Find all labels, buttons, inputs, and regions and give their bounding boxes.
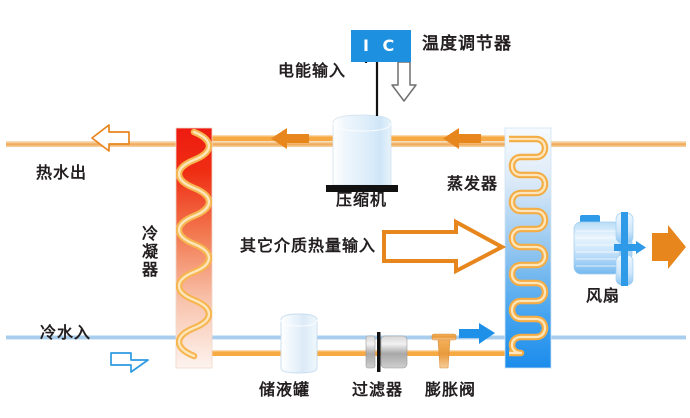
thermostat-label: 温度调节器	[422, 34, 512, 54]
filter-divider	[377, 332, 381, 372]
compressor-base	[326, 185, 398, 192]
filter-label: 过滤器	[352, 380, 404, 399]
ic-chip-label: I C	[363, 36, 399, 55]
top-flow-arrow-right	[443, 128, 481, 149]
heat-input-arrow	[382, 218, 507, 275]
evaporator-label: 蒸发器	[447, 174, 499, 193]
fan-tip	[636, 241, 646, 254]
refrigerant-pipe-bottom	[192, 350, 522, 356]
hot-water-out-arrow	[91, 124, 130, 152]
condenser-label: 冷凝器	[139, 225, 158, 279]
expansion-valve	[431, 333, 457, 369]
heat-input-label: 其它介质热量输入	[240, 236, 377, 255]
fan-label: 风扇	[586, 286, 621, 305]
expansion-valve-label: 膨胀阀	[425, 380, 477, 399]
evaporator-unit	[504, 127, 552, 369]
fan-discharge-arrow	[652, 225, 686, 269]
evaporator-coil	[508, 135, 549, 357]
cold-water-pipe	[6, 335, 686, 340]
ic-chip[interactable]	[351, 30, 411, 62]
fan-shaft-horizontal	[614, 244, 638, 251]
fan-unit	[573, 212, 646, 286]
condenser-unit	[175, 127, 213, 369]
power-wire	[364, 58, 379, 116]
hot-water-out-label: 热水出	[36, 163, 88, 182]
power-input-label: 电能输入	[278, 61, 347, 80]
filter-drier	[365, 332, 408, 372]
power-input-arrow	[391, 61, 417, 102]
receiver-tank-label: 储液罐	[259, 380, 311, 399]
top-flow-arrow-left	[271, 128, 309, 149]
condenser-coil	[176, 128, 212, 360]
compressor-unit	[326, 114, 398, 192]
cold-water-in-arrow	[110, 352, 149, 373]
bottom-flow-arrow	[459, 323, 495, 344]
receiver-tank	[280, 313, 318, 374]
cold-water-in-label: 冷水入	[40, 323, 92, 342]
compressor-label: 压缩机	[336, 190, 388, 209]
